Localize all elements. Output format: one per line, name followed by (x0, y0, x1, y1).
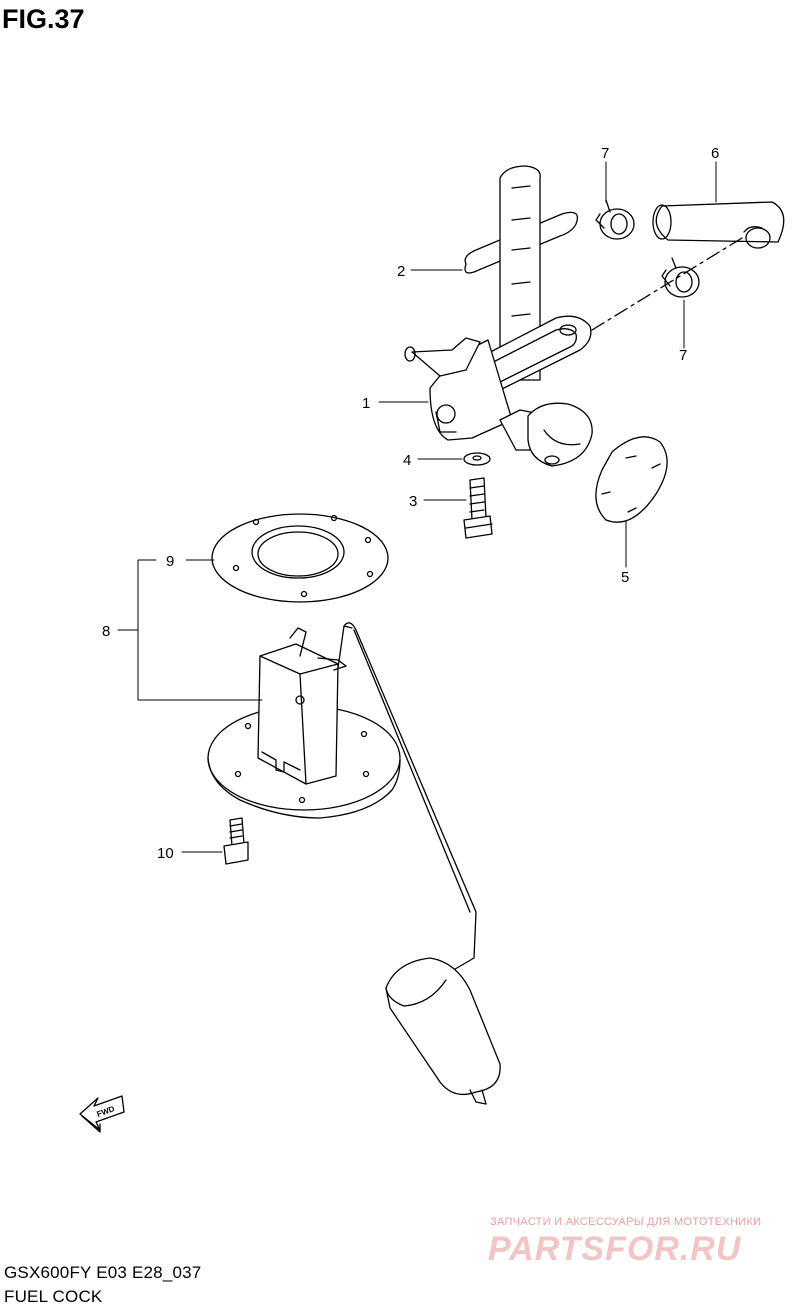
callout-10: 10 (157, 845, 174, 862)
hose-clamp-part-7-lower (661, 257, 700, 298)
watermark-tagline: ЗАПЧАСТИ И АКСЕССУАРЫ ДЛЯ МОТОТЕХНИКИ (490, 1216, 762, 1228)
figure-title: FIG.37 (2, 4, 85, 34)
gasket-ring-part-9 (211, 513, 389, 603)
callout-2: 2 (397, 263, 405, 280)
callout-5: 5 (621, 569, 629, 586)
callout-9: 9 (166, 553, 174, 570)
washer-part-4 (463, 452, 491, 466)
callout-6: 6 (711, 145, 719, 162)
callout-8: 8 (102, 623, 110, 640)
screw-part-10 (223, 817, 249, 865)
forward-direction-arrow-icon (79, 1095, 125, 1133)
hose-clamp-part-7-upper (595, 199, 635, 240)
callout-4: 4 (403, 452, 411, 469)
watermark-logo: PARTSFOR.RU (488, 1230, 742, 1268)
callout-7-lower: 7 (679, 347, 687, 364)
leader-lines (117, 161, 717, 853)
fuel-level-gauge-part-8 (207, 622, 501, 1105)
bolt-part-3 (463, 477, 493, 539)
model-code: GSX600FY E03 E28_037 (4, 1263, 202, 1282)
gasket-part-5 (595, 436, 668, 523)
fuel-cock-part-1 (404, 165, 593, 467)
figure-caption: FUEL COCK (4, 1287, 103, 1306)
callout-7-upper: 7 (601, 145, 609, 162)
callout-3: 3 (409, 493, 417, 510)
fuel-hose-part-6 (652, 201, 785, 249)
callout-1: 1 (362, 395, 370, 412)
